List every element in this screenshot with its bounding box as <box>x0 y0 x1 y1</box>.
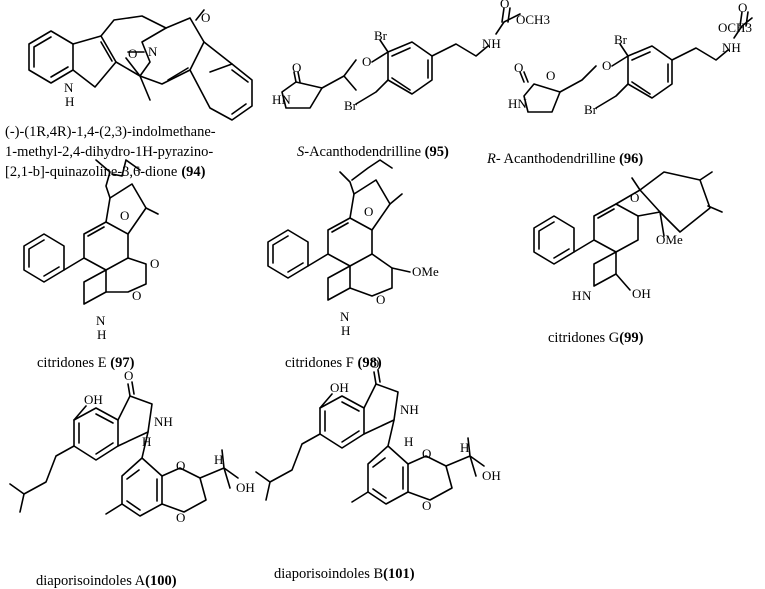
structure-101: OH O NH H H OH O O <box>255 356 501 513</box>
compound-number-94: (94) <box>181 164 205 180</box>
caption-95-prefix: S <box>297 144 305 160</box>
caption-94-line2: 1-methyl-2,4-dihydro-1H-pyrazino- <box>5 144 213 160</box>
atom-label: O <box>630 190 639 205</box>
atom-label: OH <box>330 380 349 395</box>
caption-98: citridones F (98) <box>285 355 382 371</box>
atom-label: O <box>176 510 185 525</box>
atom-label: H <box>460 440 469 455</box>
atom-label: N <box>582 288 592 303</box>
atom-label: O <box>128 46 137 61</box>
atom-label: HN <box>508 96 527 111</box>
structure-98: O OMe O N H <box>267 159 439 338</box>
atom-label: OH <box>632 286 651 301</box>
atom-label: NH <box>482 36 501 51</box>
atom-label: N <box>340 309 350 324</box>
caption-101-text: diaporisoindoles B <box>274 566 383 582</box>
atom-label: OH <box>84 392 103 407</box>
atom-label: O <box>362 54 371 69</box>
atom-label: O <box>132 288 141 303</box>
caption-97-text: citridones E <box>37 355 110 371</box>
atom-label: N <box>96 313 106 328</box>
atom-label: O <box>738 0 747 15</box>
atom-label: Br <box>614 32 628 47</box>
compound-number-95: (95) <box>425 144 449 160</box>
compound-number-96: (96) <box>619 151 643 167</box>
atom-label: O <box>370 356 379 371</box>
atom-label: O <box>364 204 373 219</box>
atom-label: OMe <box>656 232 683 247</box>
atom-label: O <box>376 292 385 307</box>
atom-label: O <box>602 58 611 73</box>
compound-number-100: (100) <box>145 573 177 589</box>
atom-label: O <box>176 458 185 473</box>
atom-label: N <box>148 44 158 59</box>
atom-label: H <box>142 434 151 449</box>
atom-label: H <box>214 452 223 467</box>
caption-97: citridones E (97) <box>37 355 135 371</box>
caption-100: diaporisoindoles A(100) <box>36 573 177 589</box>
caption-95-text: -Acanthodendrilline <box>304 144 424 160</box>
atom-label: OCH3 <box>516 12 550 27</box>
caption-94-line1: (-)-(1R,4R)-1,4-(2,3)-indolmethane- <box>5 124 216 140</box>
caption-98-text: citridones F <box>285 355 358 371</box>
atom-label: Br <box>584 102 598 117</box>
structure-96: O O HN O Br Br NH O OCH3 <box>508 0 753 117</box>
atom-label: O <box>546 68 555 83</box>
atom-label: H <box>341 323 350 338</box>
atom-label: H <box>97 327 106 342</box>
structure-94: O O N N H <box>28 9 253 121</box>
compound-number-99: (99) <box>619 330 643 346</box>
caption-94-line3: [2,1-b]-quinazoline-3,6-dione(94) <box>5 164 206 180</box>
structure-99: O OMe N H OH <box>533 171 723 303</box>
atom-label: N <box>64 80 74 95</box>
atom-label: O <box>514 60 523 75</box>
atom-label: O <box>292 60 301 75</box>
atom-label: O <box>201 10 210 25</box>
atom-label: O <box>422 446 431 461</box>
caption-94-text: [2,1-b]-quinazoline-3,6-dione <box>5 164 177 180</box>
atom-label: OH <box>482 468 501 483</box>
atom-label: Br <box>344 98 358 113</box>
atom-label: O <box>150 256 159 271</box>
atom-label: OCH3 <box>718 20 752 35</box>
atom-label: H <box>65 94 74 109</box>
structure-97: O O O N H <box>23 159 159 342</box>
atom-label: H <box>404 434 413 449</box>
atom-label: OH <box>236 480 255 495</box>
structure-100: OH O NH H H OH O O <box>9 368 255 525</box>
atom-label: O <box>500 0 509 11</box>
caption-99-text: citridones G <box>548 330 620 346</box>
caption-96: R- Acanthodendrilline (96) <box>486 151 643 167</box>
caption-95: S-Acanthodendrilline (95) <box>297 144 449 160</box>
caption-100-text: diaporisoindoles A <box>36 573 146 589</box>
atom-label: O <box>120 208 129 223</box>
atom-label: NH <box>154 414 173 429</box>
compound-number-97: (97) <box>110 355 134 371</box>
compound-number-101: (101) <box>383 566 415 582</box>
atom-label: OMe <box>412 264 439 279</box>
caption-96-prefix: R <box>486 151 496 167</box>
atom-label: NH <box>722 40 741 55</box>
caption-101: diaporisoindoles B(101) <box>274 566 415 582</box>
compound-number-98: (98) <box>358 355 382 371</box>
atom-label: H <box>572 288 581 303</box>
atom-label: HN <box>272 92 291 107</box>
caption-99: citridones G(99) <box>548 330 644 346</box>
caption-96-text: - Acanthodendrilline <box>496 151 619 167</box>
atom-label: O <box>422 498 431 513</box>
atom-label: Br <box>374 28 388 43</box>
atom-label: O <box>124 368 133 383</box>
atom-label: NH <box>400 402 419 417</box>
structure-95: O HN O Br Br NH O OCH3 <box>272 0 550 113</box>
